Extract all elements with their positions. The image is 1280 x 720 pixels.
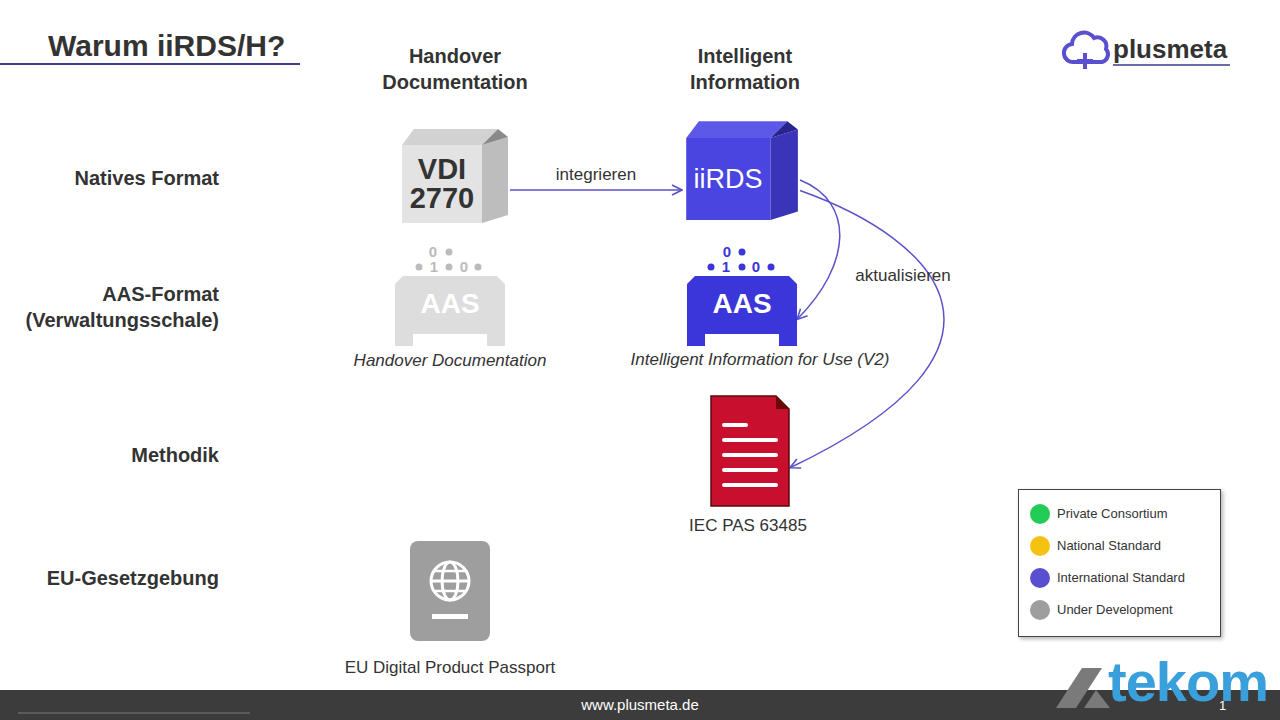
- row-header: EU-Gesetzgebung: [0, 565, 219, 591]
- shape-part: [776, 396, 789, 409]
- bit-dot: [416, 264, 423, 271]
- legend-text: International Standard: [1057, 569, 1185, 587]
- legend-swatch: [1030, 504, 1050, 524]
- legend-text: National Standard: [1057, 537, 1161, 555]
- row-header: Methodik: [0, 442, 219, 468]
- edge-label: integrieren: [556, 164, 636, 186]
- shape-part: [771, 121, 798, 138]
- shape-part: [431, 562, 469, 600]
- bit-dot: [768, 264, 775, 271]
- shape-part: [687, 276, 797, 346]
- bit-dot: [708, 264, 715, 271]
- tekom-emblem: [1084, 690, 1110, 708]
- aas-text: AAS: [687, 276, 797, 332]
- shape-part: [482, 137, 508, 223]
- row-header: Natives Format: [0, 165, 219, 191]
- legend-swatch: [1030, 600, 1050, 620]
- legend-swatch: [1030, 536, 1050, 556]
- page-number: 1: [1219, 698, 1226, 714]
- legend-box: Private ConsortiumNational StandardInter…: [1018, 489, 1221, 637]
- progress-line: [18, 712, 250, 714]
- shape-part: [432, 614, 468, 619]
- bit-dot: [739, 249, 746, 256]
- connector-arrow: [510, 189, 682, 191]
- aas-caption: Handover Documentation: [290, 350, 610, 372]
- shape-part: [724, 483, 776, 487]
- bit-digit: 0: [456, 258, 472, 276]
- footer-url: www.plusmeta.de: [540, 695, 740, 715]
- aas-text: AAS: [395, 276, 505, 332]
- document-icon: IEC PAS 63485: [710, 395, 790, 507]
- carton-text: VDI 2770: [402, 145, 482, 223]
- shape-part: [395, 276, 505, 346]
- passport-caption: EU Digital Product Passport: [290, 657, 610, 679]
- bit-digit: 1: [426, 258, 442, 276]
- shape-part: [771, 130, 798, 220]
- bit-dot: [475, 264, 482, 271]
- slide-title: Warum iiRDS/H?: [48, 29, 285, 63]
- footer-bar: [0, 690, 1280, 720]
- shape-part: [434, 570, 466, 573]
- bit-dot: [446, 249, 453, 256]
- bit-digit: 1: [718, 258, 734, 276]
- shape-part: [431, 580, 469, 583]
- shape-part: [686, 121, 787, 138]
- shape-part: [482, 129, 508, 145]
- carton-text: iiRDS: [686, 138, 770, 220]
- legend-text: Under Development: [1057, 601, 1173, 619]
- product-carton: VDI 2770: [398, 125, 510, 225]
- aas-symbol: AASIntelligent Information for Use (V2): [687, 276, 797, 346]
- logo-text: plusmeta: [1113, 34, 1227, 64]
- passport-icon-outline: [410, 541, 490, 641]
- shape-part: [402, 129, 498, 145]
- row-header: AAS-Format (Verwaltungsschale): [0, 281, 219, 333]
- logo-plus: [1077, 59, 1093, 63]
- document-caption: IEC PAS 63485: [588, 515, 908, 537]
- legend-text: Private Consortium: [1057, 505, 1168, 523]
- passport-icon: EU Digital Product Passport: [410, 541, 490, 641]
- document-icon-outline: [710, 395, 790, 507]
- shape-part: [724, 468, 776, 472]
- aas-caption: Intelligent Information for Use (V2): [600, 349, 920, 371]
- bit-dot: [446, 264, 453, 271]
- connector-arrow: [797, 180, 840, 319]
- legend-swatch: [1030, 568, 1050, 588]
- column-header: Intelligent Information: [655, 43, 835, 95]
- shape-part: [686, 138, 770, 220]
- shape-part: [402, 145, 482, 223]
- shape-part: [724, 453, 776, 457]
- shape-part: [724, 438, 776, 442]
- shape-part: [410, 541, 490, 641]
- column-header: Handover Documentation: [365, 43, 545, 95]
- connector-arrow: [790, 191, 944, 468]
- logo-underline: [1113, 64, 1230, 66]
- shape-part: [434, 590, 466, 593]
- bit-dot: [739, 264, 746, 271]
- shape-part: [724, 423, 746, 427]
- title-underline: [0, 63, 300, 65]
- aas-symbol: AASHandover Documentation: [395, 276, 505, 346]
- shape-part: [711, 396, 789, 506]
- tekom-logo-text: tekom: [1108, 650, 1268, 714]
- edge-label: aktualisieren: [855, 265, 950, 287]
- product-carton: iiRDS: [682, 117, 800, 222]
- bit-digit: 0: [748, 258, 764, 276]
